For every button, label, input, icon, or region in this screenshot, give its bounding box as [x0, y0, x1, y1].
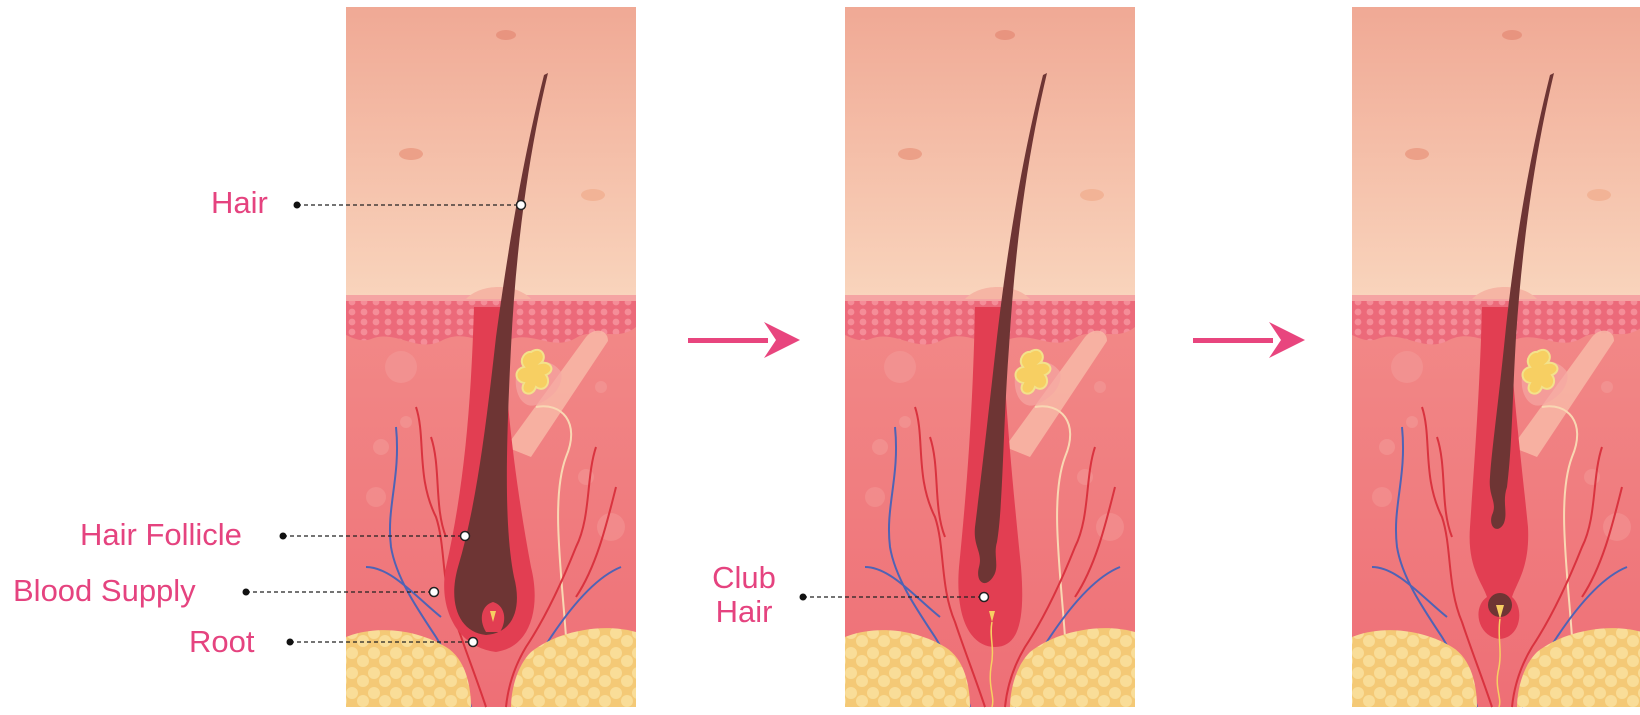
- anagen-panel: [346, 7, 636, 707]
- arrow-1: [688, 322, 800, 358]
- label-club-hair-line1: Club: [708, 561, 780, 595]
- label-root: Root: [189, 625, 254, 659]
- arrow-2: [1193, 322, 1305, 358]
- label-hair-follicle: Hair Follicle: [80, 518, 242, 552]
- catagen-panel: [845, 7, 1135, 707]
- label-club-hair: Club Hair: [708, 561, 780, 629]
- telogen-panel: [1352, 7, 1640, 707]
- label-hair: Hair: [211, 186, 268, 220]
- label-blood-supply: Blood Supply: [13, 574, 196, 608]
- label-club-hair-line2: Hair: [708, 595, 780, 629]
